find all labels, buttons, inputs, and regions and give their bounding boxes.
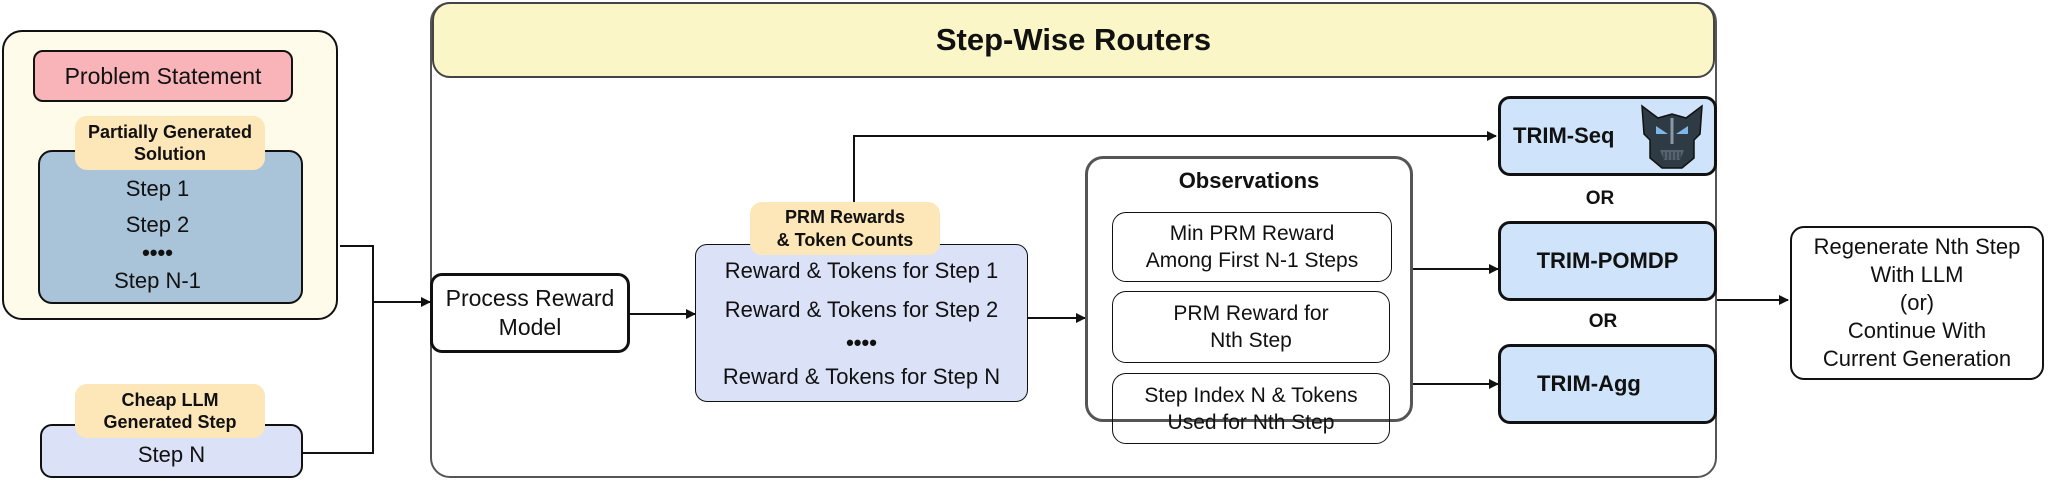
cheap-llm-step-label: Step N: [137, 442, 206, 467]
cheap-llm-label-line2: Generated Step: [103, 412, 237, 432]
robot-mask-icon: [1641, 104, 1703, 169]
reward-row-ellipsis: ••••: [846, 330, 877, 355]
partial-solution-box: [38, 150, 303, 304]
output-line2: With LLM: [1870, 262, 1964, 287]
output-line3: (or): [1899, 290, 1935, 315]
routers-title: Step-Wise Routers: [935, 22, 1212, 57]
obs2-line1: PRM Reward for: [1173, 302, 1329, 325]
rewards-box: [695, 244, 1028, 402]
reward-row-step-1: Reward & Tokens for Step 1: [724, 258, 999, 283]
observation-prm-reward-nth: PRM Reward for Nth Step: [1112, 291, 1390, 363]
partial-solution-label: Partially Generated Solution: [75, 116, 265, 170]
step-ellipsis: ••••: [142, 240, 173, 265]
process-reward-model-box: Process Reward Model: [430, 273, 630, 353]
trim-agg-box: TRIM-Agg: [1498, 344, 1717, 424]
or-label-2: OR: [1588, 311, 1618, 332]
step-2: Step 2: [125, 212, 190, 237]
obs3-line1: Step Index N & Tokens: [1144, 383, 1358, 407]
output-line4: Continue With: [1847, 318, 1987, 343]
step-1: Step 1: [125, 176, 190, 201]
trim-pomdp-box: TRIM-POMDP: [1498, 221, 1717, 301]
step-n-minus-1: Step N-1: [114, 268, 201, 293]
observations-title: Observations: [1178, 168, 1320, 193]
partial-label-line2: Solution: [134, 144, 206, 164]
problem-statement-label: Problem Statement: [64, 62, 262, 89]
partial-label-line1: Partially Generated: [87, 122, 253, 142]
prm-rewards-label-line1: PRM Rewards: [784, 206, 906, 227]
observation-min-prm-reward: Min PRM Reward Among First N-1 Steps: [1112, 212, 1392, 282]
trim-seq-label: TRIM-Seq: [1513, 123, 1615, 148]
reward-row-step-2: Reward & Tokens for Step 2: [724, 297, 999, 322]
obs2-line2: Nth Step: [1210, 329, 1292, 352]
prm-line2: Model: [498, 314, 562, 340]
or-label-1: OR: [1585, 188, 1615, 209]
prm-rewards-label: PRM Rewards & Token Counts: [750, 202, 940, 255]
output-line1: Regenerate Nth Step: [1813, 234, 2021, 259]
prm-rewards-label-line2: & Token Counts: [776, 229, 914, 250]
trim-agg-label: TRIM-Agg: [1537, 371, 1641, 396]
cheap-llm-label-line1: Cheap LLM: [121, 390, 219, 410]
obs1-line1: Min PRM Reward: [1169, 222, 1335, 245]
trim-pomdp-label: TRIM-POMDP: [1536, 248, 1679, 273]
obs1-line2: Among First N-1 Steps: [1145, 249, 1359, 272]
reward-row-step-n: Reward & Tokens for Step N: [722, 364, 1001, 389]
problem-statement-box: Problem Statement: [33, 50, 293, 102]
observation-step-index-tokens: Step Index N & Tokens Used for Nth Step: [1112, 373, 1390, 444]
obs3-line2: Used for Nth Step: [1167, 410, 1335, 434]
output-line5: Current Generation: [1822, 346, 2012, 371]
prm-line1: Process Reward: [445, 285, 615, 311]
output-decision-box: Regenerate Nth Step With LLM (or) Contin…: [1790, 226, 2044, 380]
cheap-llm-label: Cheap LLM Generated Step: [75, 384, 265, 438]
observations-panel: [1085, 156, 1413, 422]
routers-title-bar: Step-Wise Routers: [432, 2, 1715, 78]
